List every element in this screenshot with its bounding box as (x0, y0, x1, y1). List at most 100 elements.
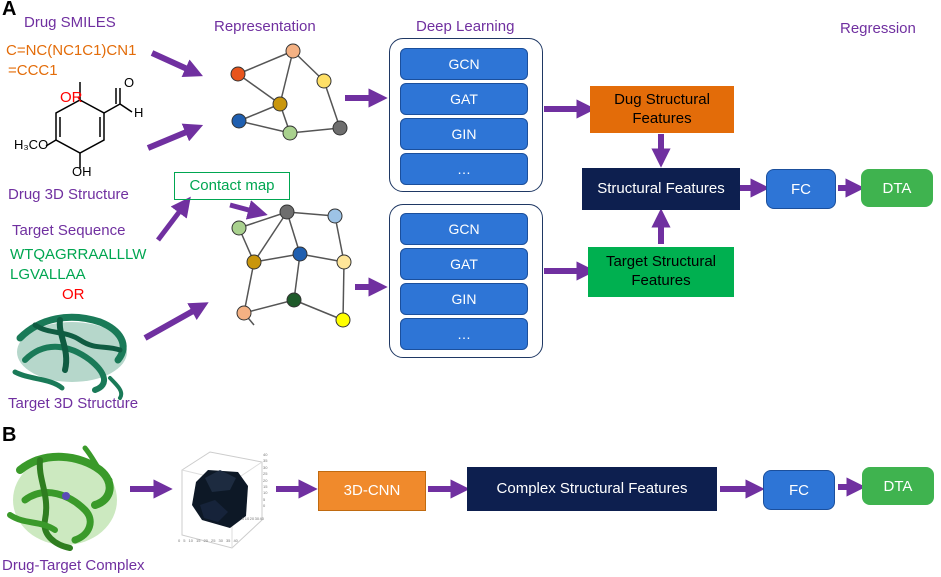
tick: 30 (254, 516, 260, 521)
node (236, 305, 252, 321)
dta-label-b: DTA (883, 477, 913, 495)
arrow-contactmap-to-graph (229, 200, 268, 220)
panel-a-letter: A (2, 0, 17, 20)
tick: 40 (259, 516, 264, 521)
drug-3d-label: Drug 3D Structure (8, 186, 129, 203)
molecule-atom-o: O (124, 75, 135, 90)
or-separator-target: OR (62, 286, 85, 303)
drug-smiles-line2: =CCC1 (8, 62, 58, 79)
drug-smiles-line1: C=NC(NC1C1)CN1 (6, 42, 137, 59)
tick: 30 (263, 464, 268, 470)
tick: 15 (263, 484, 268, 490)
structural-features-box: Structural Features (582, 168, 740, 210)
complex-label: Drug-Target Complex (2, 557, 145, 574)
column-representation: Representation (214, 18, 316, 35)
deep-learning-stack-target: GCN GAT GIN … (389, 204, 543, 358)
tick: 20 (263, 477, 268, 483)
tick: 25 (263, 471, 268, 477)
target-features-box: Target Structural Features (588, 247, 734, 297)
drug-smiles-label: Drug SMILES (24, 14, 116, 31)
model-box: GIN (400, 283, 528, 315)
tick: 0 (242, 516, 245, 521)
target-graph (231, 204, 352, 328)
node (246, 254, 262, 270)
cnn-label: 3D-CNN (343, 481, 401, 499)
arrow-drug3d-to-graph (146, 123, 204, 151)
voxel-x-ticks: 0 5 10 15 20 25 30 35 40 (178, 538, 238, 543)
model-box: GAT (400, 83, 528, 115)
dta-box-a: DTA (861, 169, 933, 207)
fc-label-b: FC (789, 481, 809, 499)
node (332, 120, 348, 136)
tick: 35 (263, 458, 268, 464)
node (230, 66, 246, 82)
fc-box-b: FC (763, 470, 835, 510)
molecule-hydroxyl: OH (72, 164, 92, 179)
tick: 0 (263, 503, 266, 509)
drug-graph (230, 43, 348, 141)
model-box: GCN (400, 213, 528, 245)
fc-box-a: FC (766, 169, 836, 209)
target-sequence-label: Target Sequence (12, 222, 126, 239)
voxel-y-ticks: 0 10 20 30 40 (242, 516, 264, 521)
flow-arrows (130, 50, 866, 499)
node (292, 246, 308, 262)
node (286, 292, 302, 308)
tick: 10 (263, 490, 268, 496)
molecule-methoxy: H₃CO (14, 137, 49, 152)
target-sequence-line2: LGVALLAA (10, 266, 86, 283)
tick: 40 (233, 538, 238, 543)
deep-learning-stack-drug: GCN GAT GIN … (389, 38, 543, 192)
tick: 30 (218, 538, 223, 543)
arrow-seq-to-contactmap (156, 196, 191, 242)
node (231, 220, 247, 236)
contact-map-box: Contact map (174, 172, 290, 200)
complex-protein-drawing (7, 445, 117, 551)
node (282, 125, 298, 141)
model-box: … (400, 153, 528, 185)
tick: 40 (263, 452, 268, 457)
drug-features-box: Dug Structural Features (590, 86, 734, 133)
target-features-label: Target Structural Features (605, 253, 717, 289)
target-3d-label: Target 3D Structure (8, 395, 139, 412)
model-box: GIN (400, 118, 528, 150)
tick: 10 (244, 516, 250, 521)
target-sequence-line1: WTQAGRRAALLLW (10, 246, 147, 263)
drug-features-label: Dug Structural Features (614, 90, 710, 127)
node (327, 208, 343, 224)
structural-features-label: Structural Features (597, 179, 725, 197)
node (316, 73, 332, 89)
complex-features-label: Complex Structural Features (496, 479, 688, 497)
node (272, 96, 288, 112)
drug-molecule-drawing (45, 82, 133, 168)
model-box: GCN (400, 48, 528, 80)
fc-label-a: FC (791, 180, 811, 198)
target-protein-drawing (12, 313, 127, 400)
column-deep-learning: Deep Learning (416, 18, 515, 35)
complex-features-box: Complex Structural Features (467, 467, 717, 511)
model-box: GAT (400, 248, 528, 280)
tick: 20 (203, 538, 208, 543)
arrow-smiles-to-graph (150, 50, 203, 77)
node (285, 43, 301, 59)
node (336, 254, 352, 270)
node (335, 312, 351, 328)
molecule-atom-h: H (134, 105, 144, 120)
node (231, 113, 247, 129)
voxel-z-ticks: 40 35 30 25 20 15 10 5 0 (263, 452, 267, 510)
tick: 10 (188, 538, 193, 543)
or-separator-drug: OR (60, 89, 83, 106)
model-box: … (400, 318, 528, 350)
tick: 15 (196, 538, 201, 543)
panel-b-letter: B (2, 424, 17, 446)
tick: 5 (263, 496, 266, 502)
tick: 5 (183, 538, 186, 543)
arrow-target3d-to-graph (143, 302, 209, 341)
node (279, 204, 295, 220)
contact-map-label: Contact map (189, 177, 275, 195)
tick: 0 (178, 538, 181, 543)
dta-box-b: DTA (862, 467, 934, 505)
tick: 35 (225, 538, 231, 543)
